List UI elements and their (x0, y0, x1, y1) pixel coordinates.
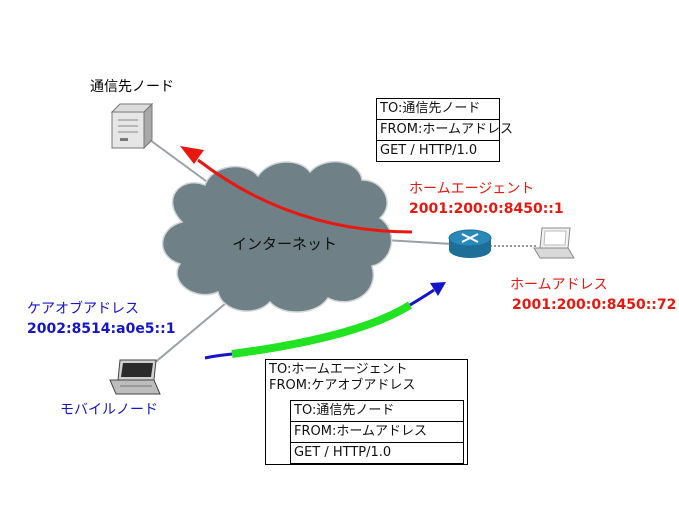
green-tunnel-segment (231, 301, 413, 358)
packet-inner-from: FROM:ホームアドレス (291, 421, 463, 442)
red-return-arrow (197, 158, 413, 234)
home-agent-address: 2001:200:0:8450::1 (409, 201, 564, 217)
correspondent-node-label: 通信先ノード (90, 79, 174, 95)
home-address-value: 2001:200:0:8450::72 (512, 297, 677, 313)
careof-label: ケアオブアドレス (27, 301, 139, 317)
blue-tunnel-start (204, 352, 233, 360)
packet-outer-from: FROM:ケアオブアドレス (269, 378, 416, 393)
packet-top-from: FROM:ホームアドレス (377, 119, 513, 140)
link-cloud-laptop (145, 297, 233, 371)
packet-inner-get: GET / HTTP/1.0 (291, 442, 463, 463)
server-icon (110, 102, 154, 150)
home-address-label: ホームアドレス (510, 277, 608, 293)
packet-box-outer: TO:ホームエージェント FROM:ケアオブアドレス TO:通信先ノード FRO… (265, 359, 468, 465)
mobile-laptop-icon (109, 359, 161, 395)
packet-inner-to: TO:通信先ノード (294, 403, 395, 418)
blue-arrowhead (430, 282, 446, 296)
packet-box-inner: TO:通信先ノード FROM:ホームアドレス GET / HTTP/1.0 (290, 400, 464, 464)
internet-cloud (161, 161, 393, 313)
careof-address: 2002:8514:a0e5::1 (27, 321, 176, 337)
packet-outer-to: TO:ホームエージェント (269, 362, 408, 377)
link-cloud-router (384, 239, 453, 245)
home-laptop-icon (533, 227, 575, 259)
packet-top-get: GET / HTTP/1.0 (377, 140, 499, 161)
red-arrowhead (180, 146, 204, 164)
packet-top-to: TO:通信先ノード (380, 101, 481, 116)
internet-label: インターネット (232, 235, 338, 253)
blue-tunnel-end (409, 288, 435, 307)
home-agent-label: ホームエージェント (409, 181, 535, 197)
router-icon (448, 229, 492, 258)
mobile-node-label: モバイルノード (60, 402, 158, 418)
packet-box-top: TO:通信先ノード FROM:ホームアドレス GET / HTTP/1.0 (376, 98, 513, 162)
